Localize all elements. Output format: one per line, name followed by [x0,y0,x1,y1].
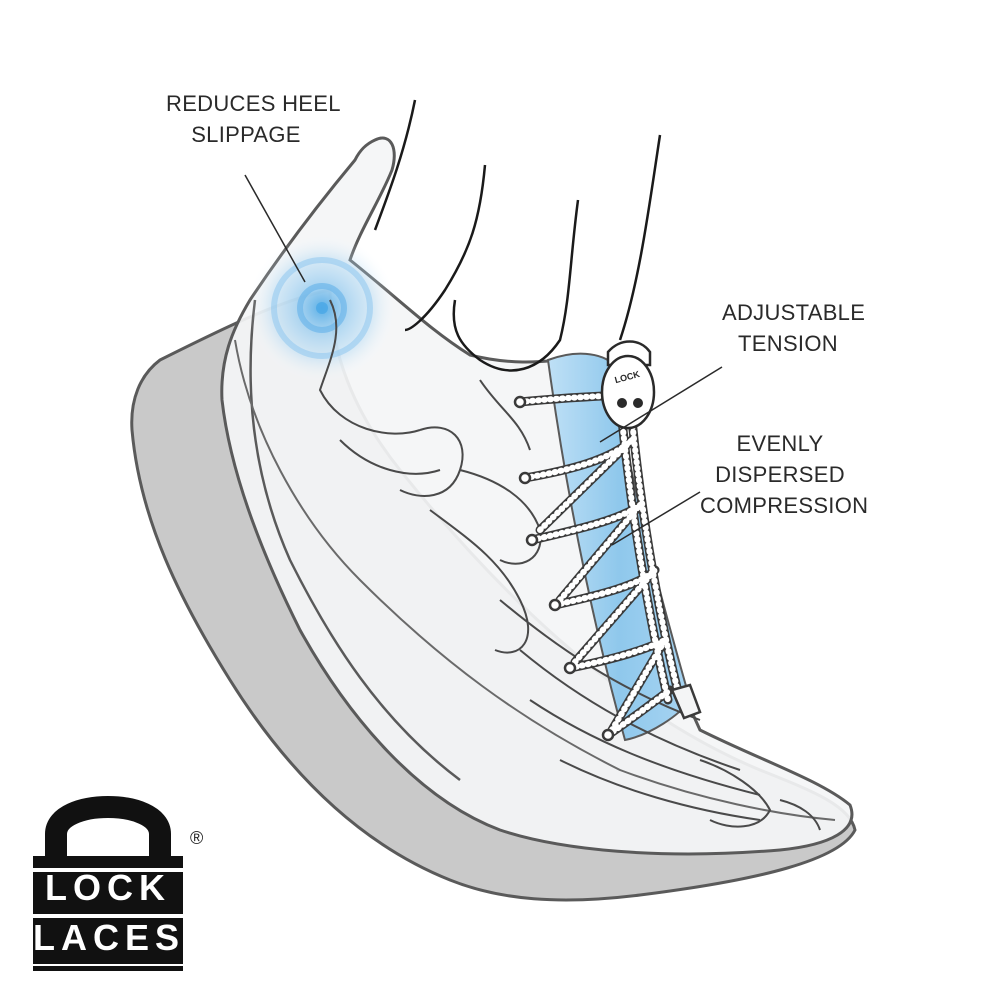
lock-device [602,342,654,429]
lock-laces-logo: LOCK LACES ® [30,776,215,972]
callout-compression-line-3: COMPRESSION [700,490,860,521]
registered-mark: ® [190,828,203,849]
logo-text-lock: LOCK [33,868,183,908]
callout-heel-line-2: SLIPPAGE [166,119,326,150]
callout-heel-line-1: REDUCES HEEL [166,88,326,119]
callout-heel-slippage: REDUCES HEEL SLIPPAGE [166,88,326,150]
heel-glow [247,233,397,383]
callout-dispersed-compression: EVENLY DISPERSED COMPRESSION [700,428,860,521]
callout-adjustable-tension: ADJUSTABLE TENSION [722,297,854,359]
callout-compression-line-2: DISPERSED [700,459,860,490]
callout-tension-line-1: ADJUSTABLE [722,297,854,328]
callout-compression-line-1: EVENLY [700,428,860,459]
logo-text-laces: LACES [33,918,183,958]
callout-tension-line-2: TENSION [722,328,854,359]
